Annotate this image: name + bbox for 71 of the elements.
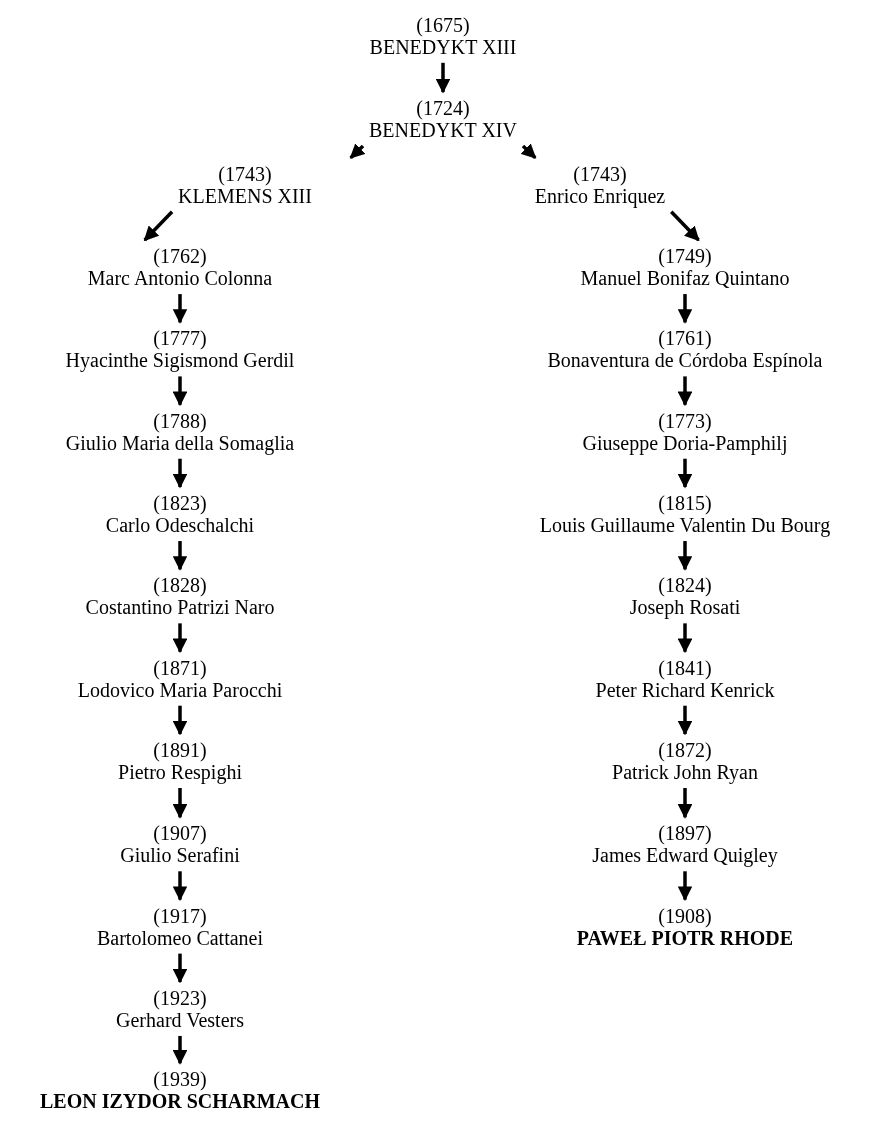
- name-label: Louis Guillaume Valentin Du Bourg: [539, 514, 831, 537]
- year-label: (1761): [657, 327, 713, 350]
- name-label: KLEMENS XIII: [178, 184, 312, 207]
- year-label: (1777): [152, 327, 208, 350]
- name-label: Enrico Enriquez: [534, 184, 666, 207]
- year-label: (1891): [152, 739, 208, 761]
- arrow: [677, 871, 693, 902]
- name-label: Bonaventura de Córdoba Espínola: [547, 349, 823, 372]
- name-label: BENEDYKT XIV: [369, 119, 517, 142]
- arrow: [677, 623, 693, 654]
- year-label: (1743): [217, 162, 273, 185]
- year-label: (1762): [152, 245, 208, 268]
- arrow: [677, 458, 693, 489]
- arrow: [172, 953, 188, 984]
- year-label: (1907): [152, 822, 208, 845]
- arrow: [172, 871, 188, 902]
- name-label: Pietro Respighi: [118, 761, 242, 783]
- arrow: [172, 541, 188, 571]
- arrow: [670, 210, 700, 242]
- year-label: (1828): [152, 574, 208, 597]
- arrow: [172, 705, 188, 736]
- name-label: Hyacinthe Sigismond Gerdil: [65, 349, 295, 372]
- year-label: (1908): [657, 904, 713, 927]
- name-label: Bartolomeo Cattanei: [96, 926, 264, 949]
- name-label: BENEDYKT XIII: [369, 35, 517, 58]
- name-label: James Edward Quigley: [592, 844, 778, 867]
- arrow: [172, 1035, 188, 1065]
- year-label: (1897): [657, 822, 713, 845]
- year-label: (1749): [657, 245, 713, 268]
- arrow: [172, 458, 188, 489]
- arrow: [677, 705, 693, 736]
- arrow: [172, 623, 188, 654]
- name-label: PAWEŁ PIOTR RHODE: [576, 926, 794, 949]
- year-label: (1743): [572, 162, 628, 185]
- arrow: [520, 143, 537, 160]
- year-label: (1923): [152, 986, 208, 1009]
- name-label: Giulio Serafini: [120, 844, 240, 867]
- year-label: (1823): [152, 492, 208, 515]
- arrow: [677, 788, 693, 819]
- year-label: (1872): [657, 739, 713, 761]
- arrow: [677, 376, 693, 407]
- year-label: (1824): [657, 574, 713, 597]
- arrow: [172, 788, 188, 819]
- arrow: [677, 541, 693, 571]
- name-label: Marc Antonio Colonna: [87, 267, 273, 290]
- year-label: (1675): [415, 13, 471, 36]
- arrow: [143, 210, 174, 242]
- name-label: Peter Richard Kenrick: [595, 678, 775, 701]
- arrow: [349, 143, 366, 160]
- year-label: (1841): [657, 656, 713, 679]
- name-label: Lodovico Maria Parocchi: [77, 678, 283, 701]
- year-label: (1815): [657, 492, 713, 515]
- name-label: Giuseppe Doria-Pamphilj: [582, 431, 788, 454]
- name-label: Carlo Odeschalchi: [105, 514, 255, 537]
- name-label: Manuel Bonifaz Quintano: [580, 267, 790, 290]
- arrow: [435, 62, 451, 94]
- year-label: (1788): [152, 409, 208, 432]
- arrow: [677, 294, 693, 324]
- name-label: LEON IZYDOR SCHARMACH: [40, 1090, 320, 1113]
- year-label: (1773): [657, 409, 713, 432]
- year-label: (1939): [152, 1068, 208, 1091]
- name-label: Patrick John Ryan: [612, 761, 758, 783]
- name-label: Gerhard Vesters: [116, 1008, 244, 1031]
- name-label: Costantino Patrizi Naro: [85, 596, 275, 619]
- arrow: [172, 294, 188, 324]
- name-label: Joseph Rosati: [629, 596, 741, 619]
- year-label: (1724): [415, 97, 471, 120]
- arrow: [172, 376, 188, 407]
- year-label: (1871): [152, 656, 208, 679]
- year-label: (1917): [152, 904, 208, 927]
- name-label: Giulio Maria della Somaglia: [65, 431, 295, 454]
